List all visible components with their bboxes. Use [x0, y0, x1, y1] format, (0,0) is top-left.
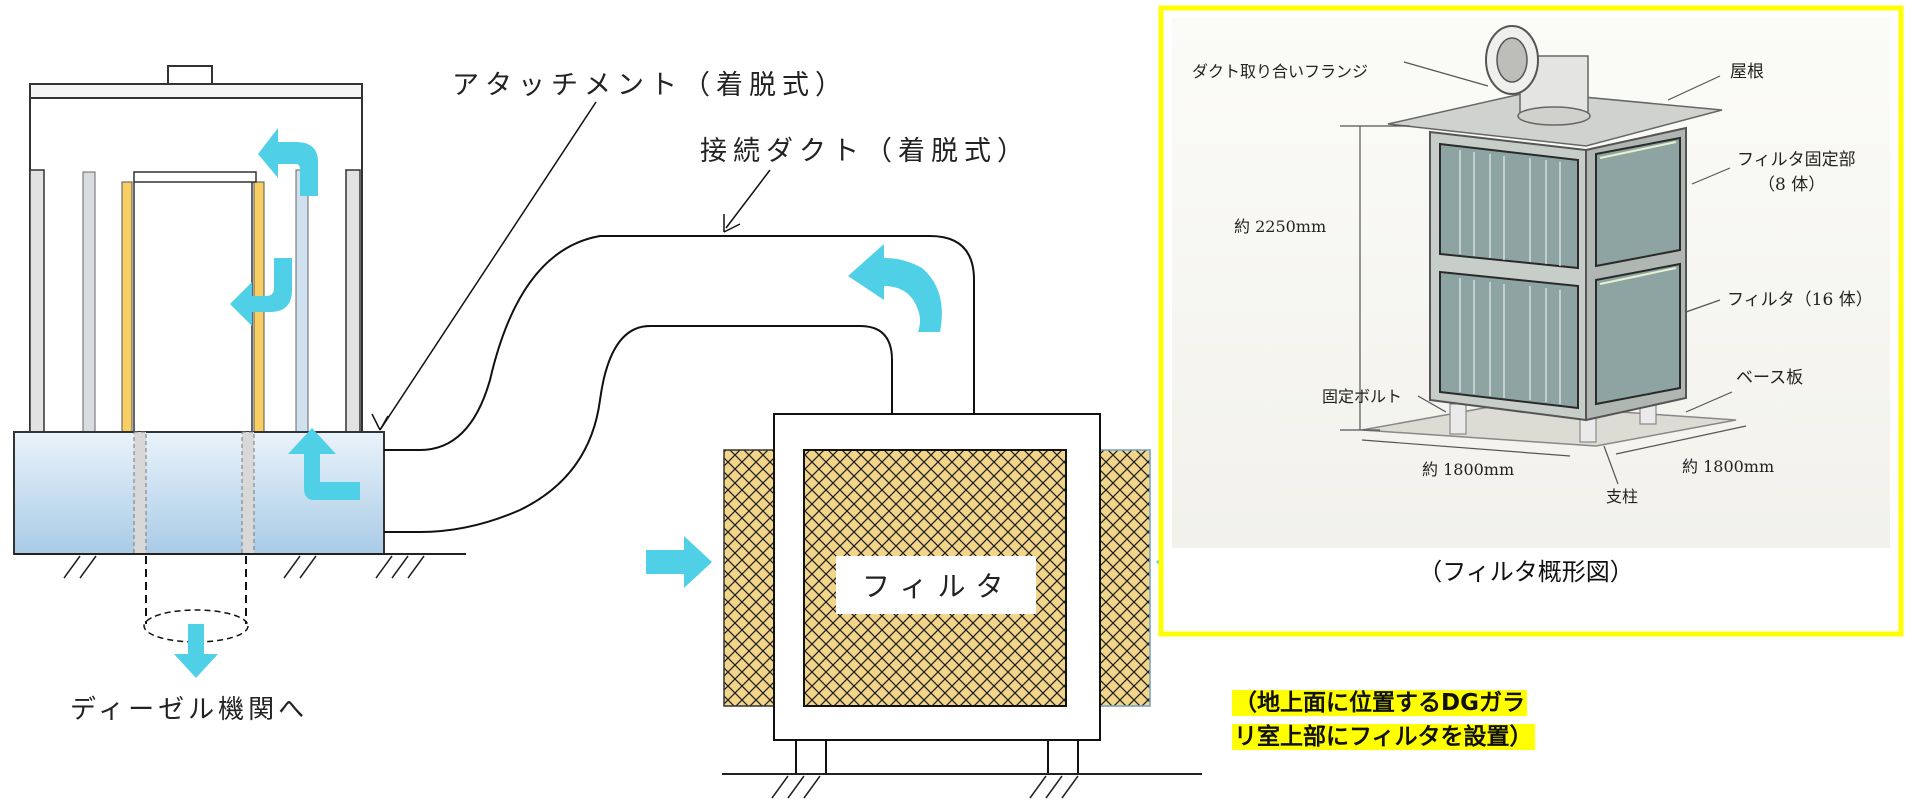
engine-label: ディーゼル機関へ	[70, 695, 308, 725]
filter-leg	[795, 739, 827, 775]
airflow-arrows-building	[174, 128, 360, 678]
photo-filter-fixing-label: フィルタ固定部	[1737, 150, 1856, 170]
photo-post-label: 支柱	[1606, 487, 1638, 506]
filter-unit	[646, 413, 1218, 799]
wall-pillar-left	[29, 169, 45, 433]
flow-arrow-icon	[288, 428, 360, 500]
photo-filter-label: フィルタ（16 体）	[1727, 290, 1873, 310]
duct-label: 接続ダクト（着脱式）	[700, 136, 1030, 167]
return-flow-arrow-icon	[848, 244, 942, 332]
photo-width-right-label: 約 1800mm	[1682, 457, 1774, 476]
photo-bolt-label: 固定ボルト	[1322, 387, 1402, 406]
connecting-duct	[384, 235, 975, 533]
note-line-1: （地上面に位置するDGガラ	[1232, 690, 1527, 716]
installation-note: （地上面に位置するDGガラ リ室上部にフィルタを設置）	[1232, 686, 1535, 754]
filter-side-right	[1099, 449, 1151, 707]
photo-roof-label: 屋根	[1730, 62, 1764, 82]
attachment-label: アタッチメント（着脱式）	[452, 70, 848, 101]
dg-room-building	[13, 65, 466, 643]
wall-pillar-right	[345, 169, 361, 433]
photo-width-left-label: 約 1800mm	[1422, 460, 1514, 479]
engine-intake	[143, 609, 249, 643]
filter-label: フィルタ	[862, 570, 1013, 603]
photo-caption: （フィルタ概形図）	[1418, 558, 1634, 586]
filter-photo-panel	[1158, 5, 1904, 637]
wall-pillar	[295, 169, 309, 433]
photo-height-label: 約 2250mm	[1234, 217, 1326, 236]
note-line-2: リ室上部にフィルタを設置）	[1232, 724, 1535, 750]
flow-arrow-icon	[230, 258, 292, 326]
filter-leg	[1047, 739, 1079, 775]
door-top	[133, 171, 257, 183]
filter-label-box	[836, 556, 1036, 614]
flow-arrow-icon	[258, 128, 318, 196]
photo-filter-fixing-count: （8 体）	[1758, 175, 1825, 195]
photo-flange-label: ダクト取り合いフランジ	[1192, 62, 1368, 81]
filter-side-left	[723, 449, 775, 707]
inflow-arrow-icon	[646, 536, 712, 588]
down-arrow-icon	[174, 624, 218, 678]
door-frame-left	[121, 181, 133, 433]
wall-pillar	[82, 171, 96, 433]
roof-vent	[167, 65, 213, 85]
building-roof	[29, 83, 363, 99]
photo-base-plate-label: ベース板	[1736, 368, 1803, 388]
